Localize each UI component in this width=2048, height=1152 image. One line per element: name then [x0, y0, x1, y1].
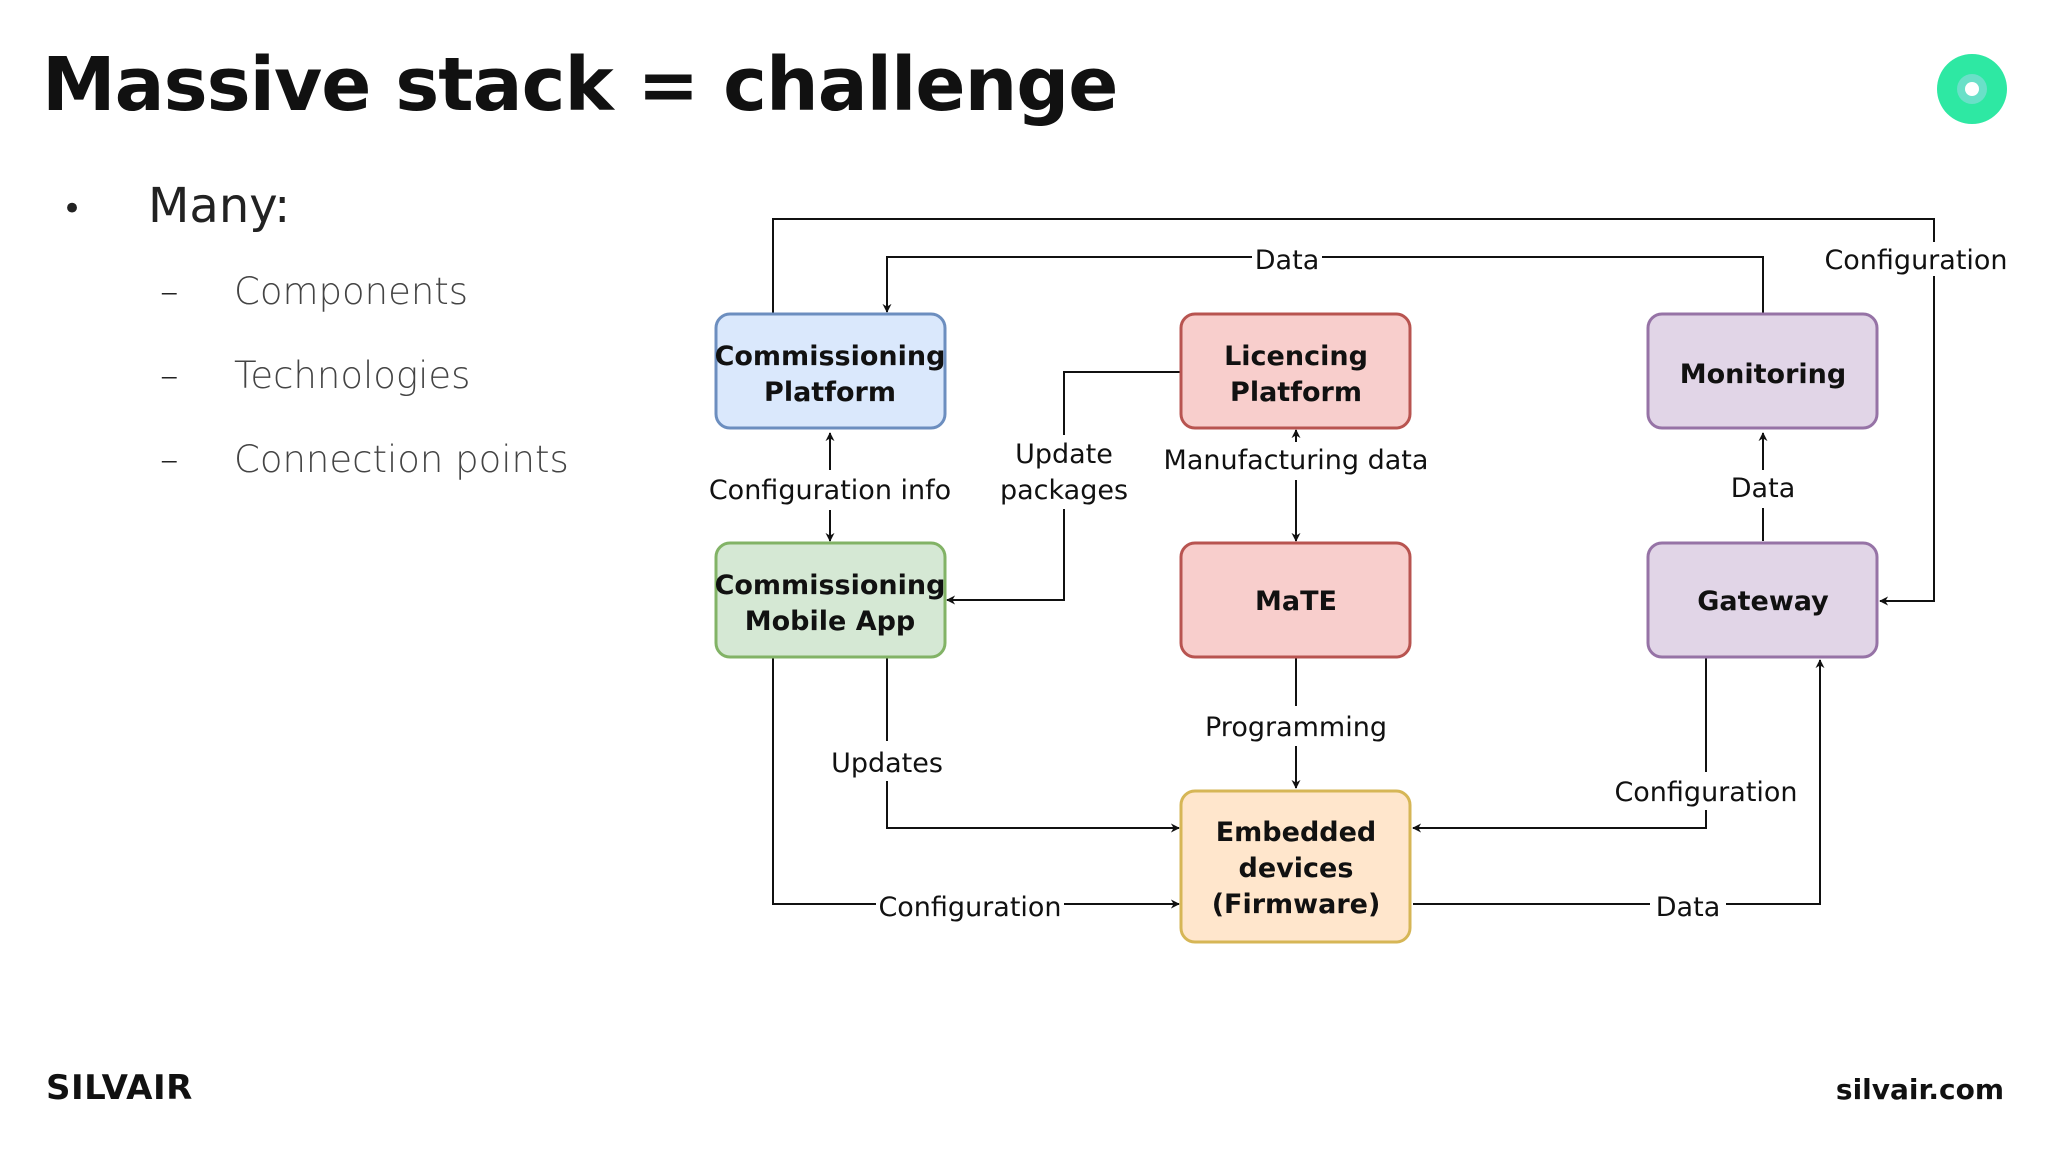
website-link[interactable]: silvair.com — [1835, 1073, 2004, 1106]
node-label: Platform — [1230, 377, 1362, 408]
edge-devices-to-gateway-head — [1726, 659, 1825, 905]
slide-title: Massive stack = challenge — [42, 42, 1118, 128]
node-label: Mobile App — [745, 606, 916, 637]
edge-label-configuration-gateway: Configuration — [1614, 777, 1797, 808]
node-label: Licencing — [1224, 341, 1368, 372]
sub-item-text: Components — [234, 270, 469, 313]
sub-marker: – — [160, 270, 179, 313]
sub-marker: – — [160, 438, 179, 481]
node-mate: MaTE — [1179, 541, 1412, 659]
node-label: Commissioning — [715, 570, 946, 601]
edge-label-configuration-info: Configuration info — [709, 475, 951, 506]
node-label: (Firmware) — [1212, 889, 1381, 920]
sub-marker: – — [160, 354, 179, 397]
edge-label-update: Update — [1015, 439, 1113, 470]
node-commissioning-mobile-app: Commissioning Mobile App — [714, 541, 947, 659]
edge-label-manufacturing-data: Manufacturing data — [1164, 445, 1429, 476]
silvair-logo: SILVAIR — [46, 1068, 193, 1108]
bullet-many: • Many: — [62, 178, 290, 234]
edge-app-configuration — [772, 658, 876, 905]
node-licencing-platform: Licencing Platform — [1179, 312, 1412, 430]
node-label: MaTE — [1255, 586, 1337, 617]
sub-item-technologies: – Technologies — [160, 354, 470, 397]
edge-updates-lower — [886, 781, 1180, 833]
sub-item-components: – Components — [160, 270, 468, 313]
edge-gateway-configuration-lower — [1412, 810, 1707, 833]
node-label: Monitoring — [1680, 359, 1846, 390]
edge-label-updates: Updates — [831, 748, 943, 779]
bullet-many-text: Many: — [148, 178, 291, 234]
edge-label-programming: Programming — [1205, 712, 1387, 743]
sub-item-text: Connection points — [234, 438, 569, 481]
sub-item-text: Technologies — [234, 354, 471, 397]
node-label: Platform — [764, 377, 896, 408]
node-label: devices — [1239, 853, 1354, 884]
sub-item-connection-points: – Connection points — [160, 438, 569, 481]
node-gateway: Gateway — [1646, 541, 1879, 659]
edge-label-data-top: Data — [1255, 245, 1319, 276]
edge-label-data-bottom: Data — [1656, 892, 1720, 923]
node-label: Commissioning — [715, 341, 946, 372]
edge-monitoring-to-platform — [882, 256, 1764, 314]
edge-label-configuration-app: Configuration — [878, 892, 1061, 923]
node-commissioning-platform: Commissioning Platform — [714, 312, 947, 430]
brand-dot-icon — [1937, 54, 2007, 124]
bullet-marker: • — [62, 189, 83, 229]
edge-label-configuration-top: Configuration — [1824, 245, 2007, 276]
node-embedded-devices: Embedded devices (Firmware) — [1179, 789, 1412, 944]
edge-label-data-gateway: Data — [1731, 473, 1795, 504]
edge-label-packages: packages — [1000, 475, 1128, 506]
node-label: Gateway — [1697, 586, 1829, 617]
node-label: Embedded — [1216, 817, 1377, 848]
edge-platform-to-gateway — [772, 218, 1935, 606]
node-monitoring: Monitoring — [1646, 312, 1879, 430]
